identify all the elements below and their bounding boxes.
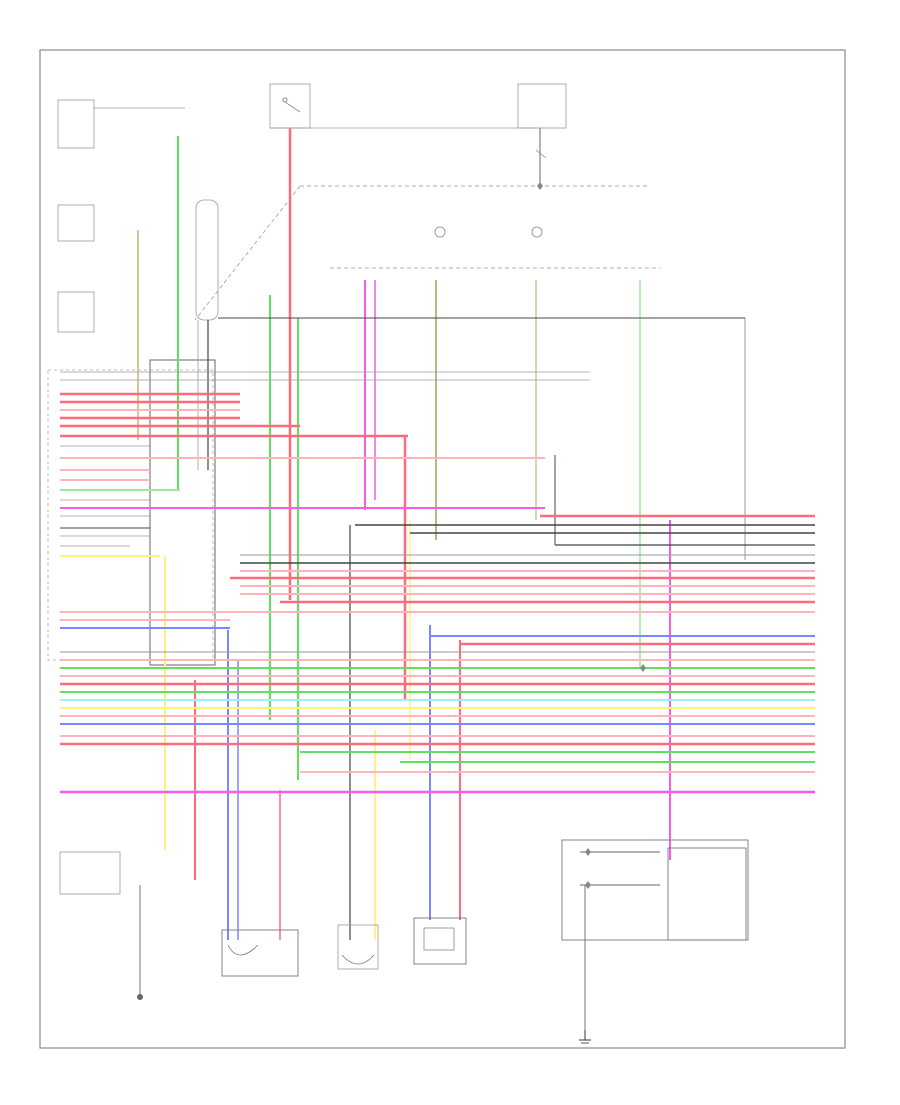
fuel-pump-relay (561, 839, 749, 1030)
instrument-cluster (434, 226, 543, 238)
powertrain-control-module (47, 369, 214, 661)
throttle-position-sensor (221, 929, 299, 977)
engine-coolant-temp-sensor (57, 204, 95, 242)
fuel-tank-pressure-sensor (57, 291, 95, 333)
splice-markers (537, 182, 646, 889)
vertical-wires (137, 128, 746, 940)
crankshaft-position-sensor (413, 917, 467, 965)
hot-at-all-times-fuse-top-left (269, 83, 540, 129)
horizontal-wires (60, 317, 815, 794)
knock-sensor (59, 851, 143, 1000)
mass-air-flow-sensor (195, 199, 219, 321)
hot-in-run-fuse-top-right (517, 83, 567, 186)
diagram-border (39, 49, 846, 1049)
heated-oxygen-sensor (337, 924, 379, 970)
ground-point (579, 1030, 591, 1044)
intake-air-temp-sensor (57, 99, 185, 149)
